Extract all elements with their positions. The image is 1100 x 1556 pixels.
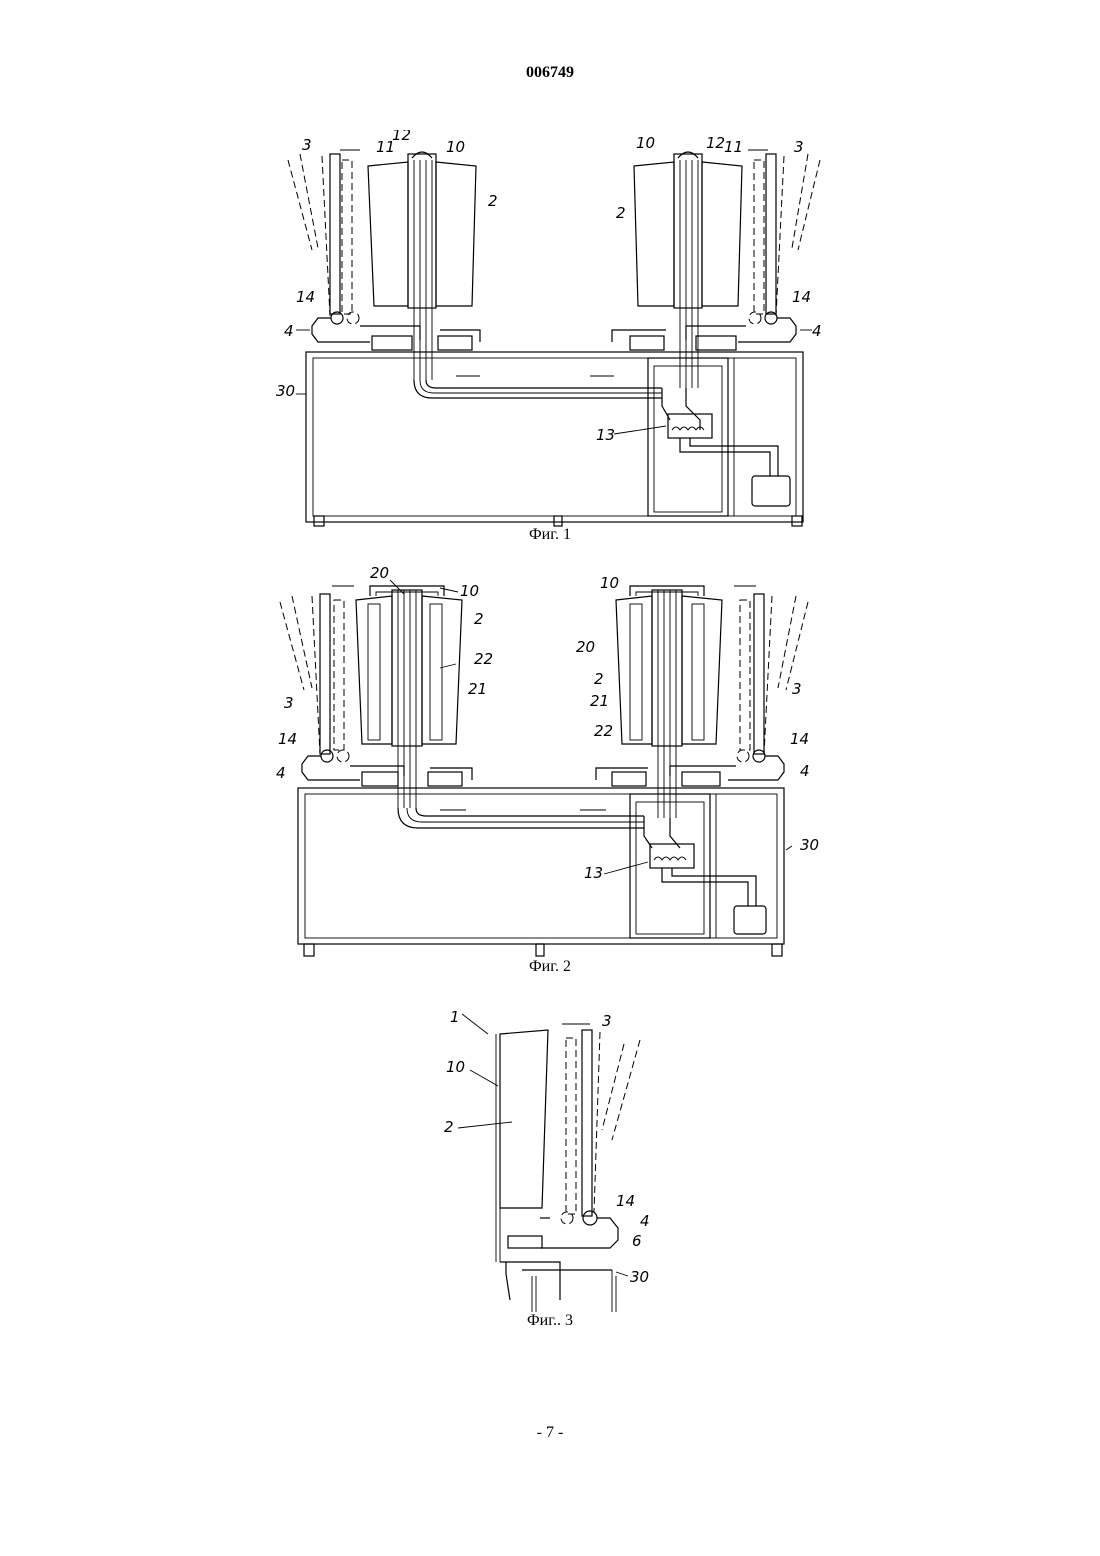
- fig1-reference-label: 2: [616, 204, 626, 222]
- fig1-right-tank: [634, 162, 674, 306]
- page-number: - 7 -: [0, 1424, 1100, 1442]
- fig1-reference-label: 10: [636, 134, 655, 152]
- fig2-reference-label: 10: [600, 574, 619, 592]
- fig3-reference-label: 30: [630, 1268, 649, 1286]
- fig1-reference-label: 14: [296, 288, 315, 306]
- fig1-heater-13: [668, 414, 712, 438]
- fig1-reference-label: 4: [284, 322, 294, 340]
- fig2-reference-label: 14: [278, 730, 297, 748]
- figure-1-caption: Фиг. 1: [0, 526, 1100, 544]
- fig1-reference-label: 3: [302, 136, 312, 154]
- fig2-reference-label: 22: [474, 650, 493, 668]
- fig2-reference-label: 2: [594, 670, 604, 688]
- document-number: 006749: [0, 64, 1100, 82]
- fig1-motor: [752, 476, 790, 506]
- fig2-reference-label: 3: [792, 680, 802, 698]
- fig2-reference-label: 14: [790, 730, 809, 748]
- fig3-reference-label: 6: [632, 1232, 642, 1250]
- fig1-reference-label: 12: [392, 130, 411, 144]
- figure-2-drawing: 20 10 2 22 21 3 14 4 10 20 2 21 22 3 14 …: [0, 560, 1100, 960]
- fig2-heater-13: [650, 844, 694, 868]
- figure-3-drawing: 1 3 10 2 14 4 6 30: [0, 1000, 1100, 1320]
- fig2-base-cabinet: [298, 788, 784, 944]
- fig2-motor: [734, 906, 766, 934]
- fig3-reference-label: 4: [640, 1212, 650, 1230]
- fig1-reference-label: 3: [794, 138, 804, 156]
- fig2-right-tank-a: [616, 596, 652, 744]
- fig2-reference-label: 20: [576, 638, 595, 656]
- fig3-reference-label: 10: [446, 1058, 465, 1076]
- fig2-left-tank-a: [356, 596, 392, 744]
- figure-2-caption: Фиг. 2: [0, 958, 1100, 976]
- fig2-reference-label: 13: [584, 864, 603, 882]
- fig2-reference-label: 21: [468, 680, 487, 698]
- fig2-reference-label: 21: [590, 692, 609, 710]
- fig2-reference-label: 2: [474, 610, 484, 628]
- fig1-reference-label: 10: [446, 138, 465, 156]
- fig2-reference-label: 20: [370, 564, 389, 582]
- fig3-pivot: [583, 1211, 597, 1225]
- fig1-reference-label: 12: [706, 134, 725, 152]
- fig3-reference-label: 14: [616, 1192, 635, 1210]
- fig1-reference-label: 13: [596, 426, 615, 444]
- fig3-reference-label: 1: [450, 1008, 460, 1026]
- fig1-reference-label: 30: [276, 382, 295, 400]
- figure-3-caption: Фиг.. 3: [0, 1312, 1100, 1330]
- fig2-reference-label: 3: [284, 694, 294, 712]
- fig1-reference-label: 14: [792, 288, 811, 306]
- fig2-reference-label: 10: [460, 582, 479, 600]
- fig1-reference-label: 4: [812, 322, 822, 340]
- fig2-reference-label: 30: [800, 836, 819, 854]
- fig3-reference-label: 2: [444, 1118, 454, 1136]
- fig3-reference-label: 3: [602, 1012, 612, 1030]
- fig2-right-tank-b: [682, 596, 722, 744]
- fig3-tank: [500, 1030, 548, 1208]
- fig1-left-tank: [368, 162, 408, 306]
- fig1-reference-label: 2: [488, 192, 498, 210]
- fig1-reference-label: 11: [724, 138, 743, 156]
- figure-1-drawing: 3 11 12 10 2 10 12 11 3 2 14 14 4 4 30 1…: [0, 130, 1100, 530]
- fig2-reference-label: 4: [276, 764, 286, 782]
- fig2-reference-label: 22: [594, 722, 613, 740]
- fig2-reference-label: 4: [800, 762, 810, 780]
